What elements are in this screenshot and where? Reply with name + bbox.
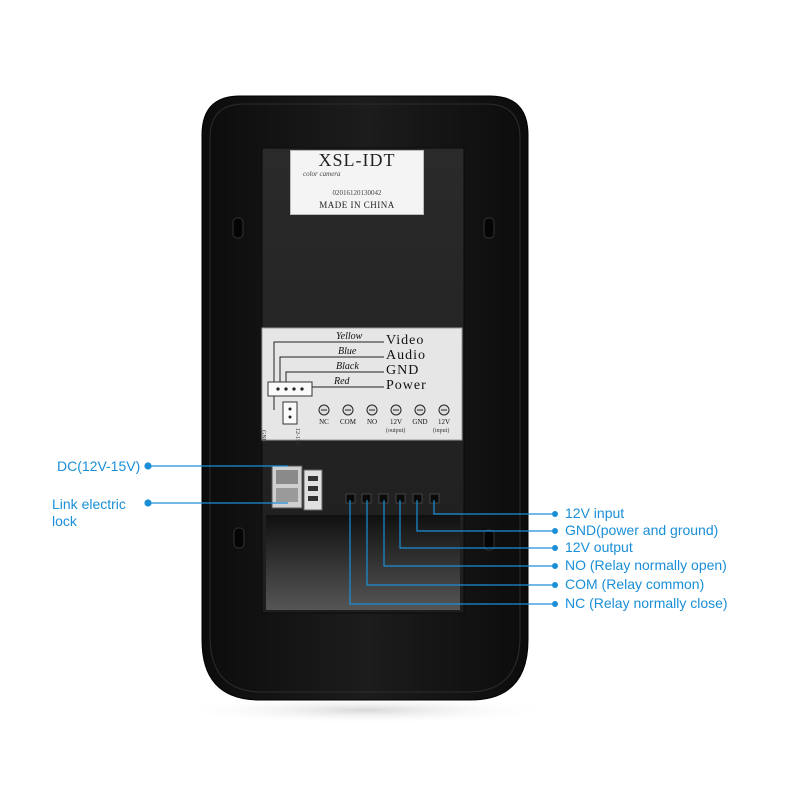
callout-dots-right <box>552 511 558 607</box>
callout-lines-right <box>349 500 552 605</box>
serial-label: 02016120130042 <box>332 189 382 197</box>
callout-com: COM (Relay common) <box>565 576 705 592</box>
terminal-label: NO <box>366 418 378 426</box>
terminal-screws <box>318 404 450 416</box>
terminal-note: (output) <box>386 428 406 434</box>
mounting-hole-top-right <box>483 217 495 239</box>
terminal-label: 12V <box>389 418 403 426</box>
callout-link-lock: Link electric <box>52 496 126 512</box>
terminal-label: NC <box>319 418 329 426</box>
wire-color-label: Blue <box>338 346 357 357</box>
wire-signal-label: Power <box>386 378 427 393</box>
callout-dc-power: DC(12V-15V) <box>57 458 141 474</box>
mounting-hole-bottom-right <box>483 529 495 551</box>
dc-jack-label: 12-15V <box>294 428 300 447</box>
housing-inner-edge <box>209 103 521 693</box>
callout-12v-output: 12V output <box>565 539 633 555</box>
wire-color-label: Yellow <box>336 331 363 342</box>
wire-color-label: Black <box>336 361 359 372</box>
subtitle-label: color camera <box>303 170 341 178</box>
callout-nc: NC (Relay normally close) <box>565 595 728 611</box>
terminal-label: GND <box>412 418 428 426</box>
floor-shadow <box>175 696 555 724</box>
callout-lines-left <box>144 462 288 507</box>
model-label: XSL-IDT <box>318 150 396 170</box>
bottom-recess <box>266 515 460 610</box>
panel-wire-connector <box>267 381 313 397</box>
mounting-hole-top-left <box>232 217 244 239</box>
panel-dc-connector <box>282 401 298 425</box>
terminal-label: 12V <box>437 418 451 426</box>
callout-12v-input: 12V input <box>565 505 625 521</box>
callout-link-lock-line2: lock <box>52 513 77 529</box>
wire-signal-label: GND <box>386 363 420 378</box>
callout-no: NO (Relay normally open) <box>565 557 727 573</box>
callout-gnd: GND(power and ground) <box>565 522 719 538</box>
device-sticker: XSL-IDT color camera 02016120130042 MADE… <box>290 150 424 215</box>
terminal-note: (input) <box>433 428 450 434</box>
wire-color-label: Red <box>334 376 350 387</box>
terminal-label: COM <box>340 418 356 426</box>
origin-label: MADE IN CHINA <box>319 200 395 210</box>
mounting-hole-bottom-left <box>233 527 245 549</box>
wire-signal-label: Video <box>386 333 425 348</box>
dc-jack-label: GND <box>260 430 266 443</box>
wire-signal-label: Audio <box>386 348 426 363</box>
